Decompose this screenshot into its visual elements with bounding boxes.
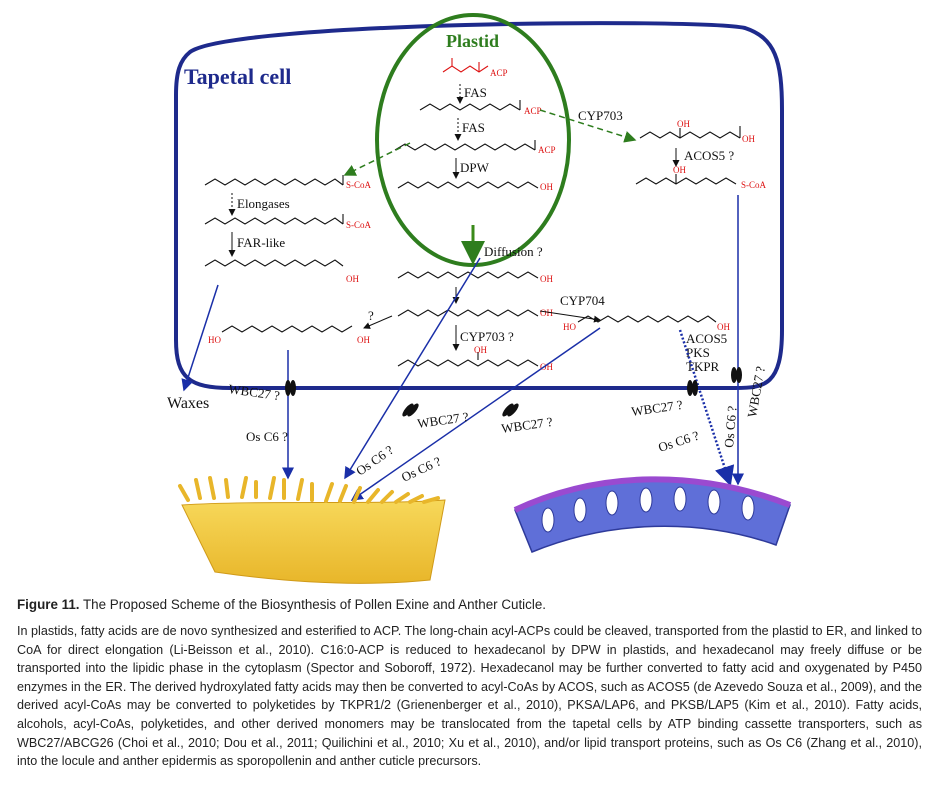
- scoa-right: S-CoA: [741, 180, 767, 190]
- cyp703-arrow-right: [539, 109, 637, 143]
- hydroxy-acyl-coa-right: [635, 177, 737, 185]
- pks-label: PKS: [686, 345, 710, 360]
- acyl-coa-chain-1: [204, 178, 344, 186]
- acp-label-2: ACP: [524, 106, 542, 116]
- dpw-label: DPW: [460, 160, 490, 175]
- dicarboxylic-acid-left: [221, 325, 353, 333]
- elongases-label: Elongases: [237, 196, 290, 211]
- plastid-label: Plastid: [446, 31, 499, 51]
- question-label: ?: [368, 308, 374, 323]
- transporter-5b: [736, 367, 742, 383]
- osc6-label-1: Os C6 ?: [246, 429, 288, 444]
- oh-center-3b: OH: [540, 362, 553, 372]
- far-like-label: FAR-like: [237, 235, 285, 250]
- oh-center-1: OH: [540, 274, 553, 284]
- cyp703-top-label: CYP703: [578, 108, 623, 123]
- tkpr-label: TKPR: [686, 359, 720, 374]
- transporter-5: [731, 367, 737, 383]
- cyp704-label: CYP704: [560, 293, 605, 308]
- acos5-question-label: ACOS5 ?: [684, 148, 734, 163]
- transporter-4: [687, 380, 693, 396]
- oh-plastid: OH: [540, 182, 553, 192]
- transporter-3: [502, 403, 514, 417]
- tapetal-cell-membrane: [174, 21, 784, 390]
- osc6-label-4: Os C6 ?: [656, 428, 701, 455]
- transport-arrow-3: [350, 327, 601, 501]
- transporter-2b: [407, 403, 419, 417]
- scoa-1: S-CoA: [346, 180, 372, 190]
- scoa-2: S-CoA: [346, 220, 372, 230]
- hydroxy-fatty-acid-right: [639, 131, 741, 139]
- hexadecanol-plastid: [397, 181, 539, 189]
- caption-title-line: Figure 11. The Proposed Scheme of the Bi…: [17, 596, 922, 613]
- cyp704-arrow: [539, 310, 601, 323]
- oh-cyp704: OH: [717, 322, 730, 332]
- oh-top-1: OH: [677, 119, 690, 129]
- acos5-label: ACOS5: [686, 331, 727, 346]
- acp-label: ACP: [490, 68, 508, 78]
- caption-title: The Proposed Scheme of the Biosynthesis …: [83, 597, 546, 612]
- biosynthesis-scheme-figure: Tapetal cell Plastid ACP FAS ACP FAS ACP…: [167, 13, 792, 584]
- fas-label-2: FAS: [462, 120, 485, 135]
- hexadecanol-cytoplasm: [397, 271, 539, 279]
- acp-label-3: ACP: [538, 145, 556, 155]
- in-chain-hydroxy-fatty-acid: [397, 359, 539, 367]
- figure-caption: Figure 11. The Proposed Scheme of the Bi…: [17, 596, 922, 771]
- transporter-3b: [507, 403, 519, 417]
- transporter-1b: [290, 380, 296, 396]
- caption-body: In plastids, fatty acids are de novo syn…: [17, 624, 922, 769]
- acyl-acp-chain-2: [394, 143, 536, 151]
- oh-far: OH: [346, 274, 359, 284]
- tapetal-cell-label: Tapetal cell: [184, 64, 291, 89]
- transporter-1: [285, 380, 291, 396]
- wbc27-label-3: WBC27 ?: [500, 414, 553, 436]
- osc6-label-5: Os C6 ?: [721, 405, 740, 448]
- wbc27-label-5: WBC27 ?: [744, 365, 768, 419]
- ho-left: HO: [208, 335, 221, 345]
- anther-cuticle-illustration: [513, 476, 792, 553]
- transporter-4b: [692, 380, 698, 396]
- diffusion-label: Diffusion ?: [484, 244, 543, 259]
- pollen-exine-illustration: [178, 476, 446, 584]
- acyl-coa-chain-2: [204, 217, 344, 225]
- fas-label-1: FAS: [464, 85, 487, 100]
- oh-top-2: OH: [742, 134, 755, 144]
- waxes-label: Waxes: [167, 395, 209, 412]
- transport-arrow-4: [678, 329, 735, 487]
- oh-top-3: OH: [673, 165, 686, 175]
- wbc27-label-1: WBC27 ?: [228, 381, 281, 403]
- waxes-arrow: [181, 284, 219, 392]
- transporter-2: [402, 403, 414, 417]
- caption-label: Figure 11.: [17, 597, 80, 612]
- ho-cyp704: HO: [563, 322, 576, 332]
- oh-center-2: OH: [540, 308, 553, 318]
- wbc27-label-4: WBC27 ?: [630, 397, 683, 419]
- fatty-acid-center: [397, 309, 539, 317]
- osc6-label-3: Os C6 ?: [399, 453, 444, 484]
- acyl-transport-arrow: [343, 142, 411, 176]
- fatty-alcohol-chain: [204, 259, 344, 267]
- omega-hydroxy-fatty-acid: [577, 315, 717, 323]
- wbc27-label-2: WBC27 ?: [416, 409, 469, 431]
- oh-left: OH: [357, 335, 370, 345]
- transport-arrow-2: [344, 257, 481, 480]
- acyl-acp-chain-1: [419, 103, 521, 111]
- malonyl-acp-structure: ACP: [442, 58, 508, 78]
- oh-center-3a: OH: [474, 345, 487, 355]
- cyp703-question-label: CYP703 ?: [460, 329, 514, 344]
- question-arrow: [363, 315, 393, 329]
- plastid-organelle: [375, 13, 571, 267]
